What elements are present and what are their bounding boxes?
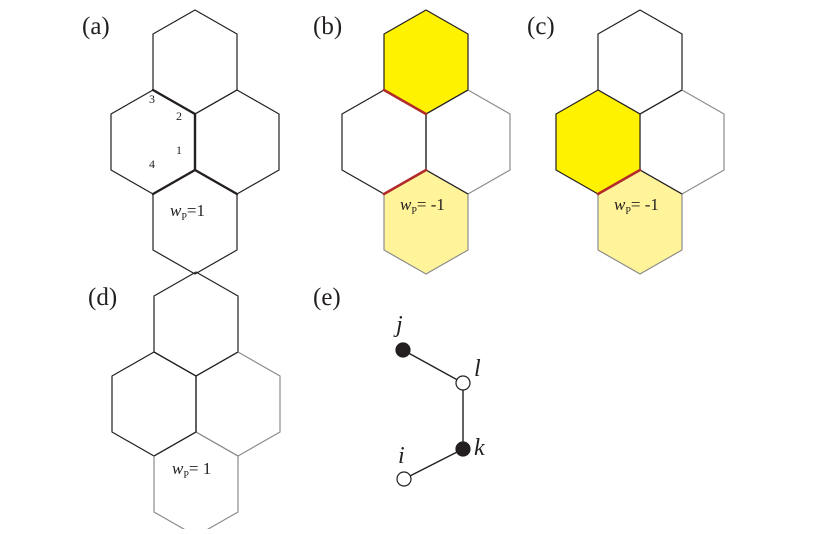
highlight-edge: [596, 168, 642, 196]
edge-dark: [425, 89, 469, 115]
edge-number-3: 3: [149, 92, 155, 106]
node-label-i: i: [398, 443, 405, 469]
node-label-l: l: [474, 356, 481, 382]
node-i: [396, 471, 412, 487]
hexagon-top: [153, 271, 239, 377]
node-l: [455, 375, 471, 391]
edge-dark: [195, 351, 239, 377]
edge-dark: [425, 169, 469, 195]
panel-d: (d) wP= 1: [88, 271, 281, 534]
edge-1: [193, 168, 239, 196]
edge-3: [151, 88, 197, 116]
panel-c-label: (c): [527, 13, 555, 40]
hexagon-right: [195, 351, 281, 457]
panel-d-label: (d): [88, 284, 117, 311]
panel-a: (a) 3 2 1 4 wP=1: [82, 9, 280, 275]
edge-number-2: 2: [176, 109, 182, 123]
edge-dark: [639, 169, 683, 195]
plaquette-weight-b: wP= -1: [400, 195, 445, 217]
panel-e: (e) j l k i: [313, 284, 485, 487]
plaquette-weight-a: wP=1: [170, 201, 205, 223]
edge-dark: [153, 431, 197, 457]
node-label-j: j: [393, 312, 403, 338]
highlight-edge-upper: [382, 88, 428, 116]
edge-4: [151, 168, 197, 196]
hexagon-left: [111, 351, 197, 457]
panel-b-label: (b): [313, 13, 342, 40]
plaquette-weight-c: wP= -1: [614, 195, 659, 217]
panel-b: (b) wP= -1: [313, 9, 511, 275]
panel-a-label: (a): [82, 13, 110, 40]
edge-number-1: 1: [176, 143, 182, 157]
node-j: [395, 342, 411, 358]
node-label-k: k: [474, 435, 485, 461]
edge-dark: [153, 351, 197, 377]
hexagon-bottom: [153, 431, 239, 534]
node-k: [455, 441, 471, 457]
bond-k-i: [403, 448, 464, 480]
panel-e-label: (e): [313, 284, 341, 311]
highlight-edge-lower: [382, 168, 428, 196]
panel-c: (c) wP= -1: [527, 9, 725, 275]
bond-j-l: [402, 349, 464, 384]
edge-number-4: 4: [149, 157, 155, 171]
edge-dark: [639, 89, 683, 115]
plaquette-weight-d: wP= 1: [172, 459, 211, 481]
